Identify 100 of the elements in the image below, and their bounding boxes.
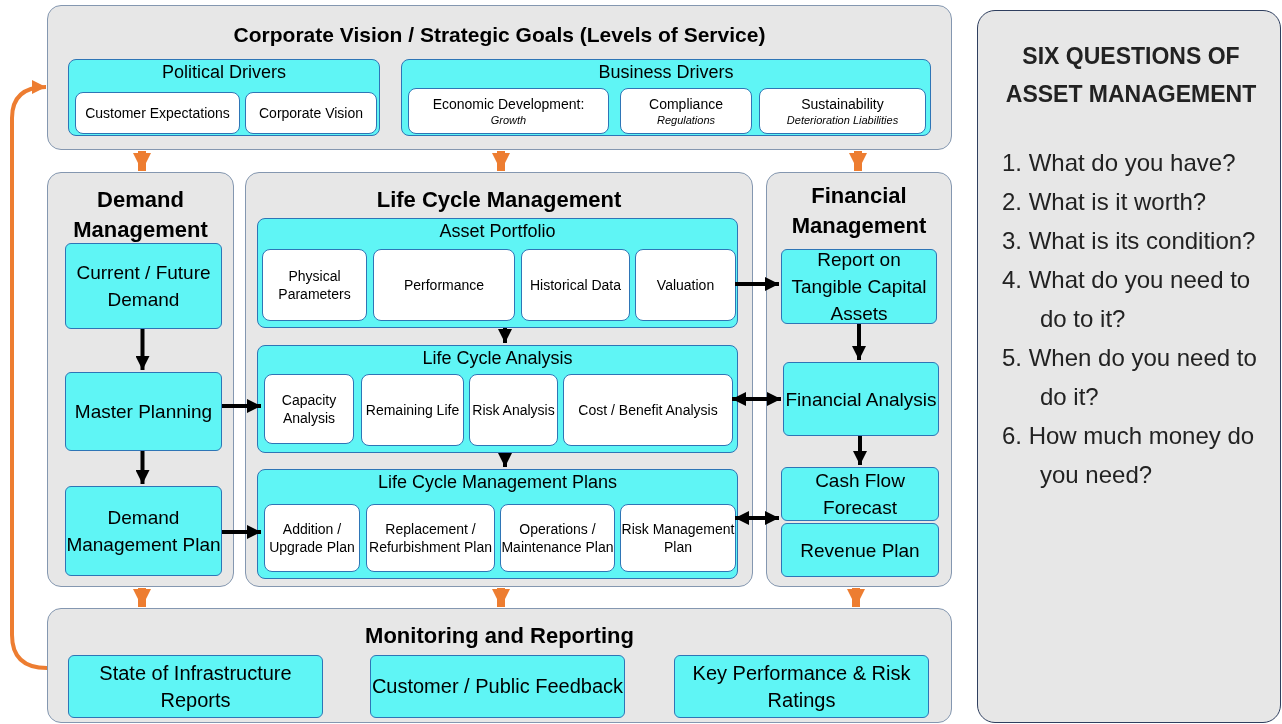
process-box (563, 374, 733, 446)
process-box (521, 249, 630, 321)
process-box (68, 655, 323, 718)
group-panel (245, 172, 753, 587)
box-label: Current / Future Demand (75, 261, 212, 312)
arrow (222, 399, 261, 413)
box-label: Performance (403, 276, 485, 294)
process-box (759, 88, 926, 134)
subgroup-panel (257, 345, 738, 453)
box-label: Corporate Vision (259, 104, 363, 122)
process-box (620, 88, 752, 134)
arrow (133, 151, 151, 171)
box-label: Remaining Life (365, 401, 460, 419)
box-label: Cash Flow Forecast (814, 469, 906, 520)
box-label: Demand Management Plan (66, 506, 221, 557)
box-label: Sustainability (801, 95, 884, 113)
box-label: Capacity Analysis (280, 391, 338, 427)
process-box (783, 362, 939, 436)
process-box (469, 374, 558, 446)
process-box (366, 504, 495, 572)
process-box (65, 486, 222, 576)
process-box (408, 88, 609, 134)
box-label: Financial Analysis (785, 387, 937, 412)
arrow (498, 328, 512, 343)
box-label: Historical Data (530, 276, 621, 294)
group-panel (47, 608, 952, 723)
arrow (492, 588, 510, 607)
process-box (781, 523, 939, 577)
box-label: State of Infrastructure Reports (98, 660, 293, 713)
arrow (10, 80, 48, 670)
process-box (635, 249, 736, 321)
subgroup-panel (68, 59, 380, 136)
question-item: 6. How much money do you need? (1002, 421, 1256, 490)
group-title: Life Cycle Management (375, 186, 623, 214)
double-arrow (732, 392, 781, 406)
group-panel (766, 172, 952, 587)
process-box (65, 372, 222, 451)
box-subtitle: Growth (490, 113, 527, 127)
subgroup-panel (257, 218, 738, 328)
box-label: Revenue Plan (800, 538, 920, 563)
box-label: Physical Parameters (277, 267, 352, 303)
subgroup-title: Life Cycle Management Plans (376, 471, 619, 494)
group-panel (47, 172, 234, 587)
arrow (133, 588, 151, 607)
process-box (781, 467, 939, 521)
question-item: 3. What is its condition? (1002, 226, 1257, 256)
group-panel (47, 5, 952, 150)
arrow (498, 453, 512, 467)
box-label: Replacement / Refurbishment Plan (368, 520, 493, 556)
arrow (222, 525, 261, 539)
box-label: Valuation (656, 276, 715, 294)
arrow (853, 436, 867, 465)
question-item: 5. When do you need to do it? (1002, 343, 1258, 412)
box-label: Addition / Upgrade Plan (268, 520, 356, 556)
question-item: 4. What do you need to do to it? (1002, 265, 1252, 334)
box-label: Compliance (649, 95, 723, 113)
subgroup-title: Life Cycle Analysis (421, 347, 574, 370)
process-box (370, 655, 625, 718)
arrow (135, 451, 150, 484)
box-label: Report on Tangible Capital Assets (790, 248, 928, 326)
box-label: Economic Development: (432, 95, 585, 113)
subgroup-title: Asset Portfolio (438, 220, 557, 243)
arrow (852, 324, 866, 360)
subgroup-title: Business Drivers (597, 61, 735, 84)
box-label: Operations / Maintenance Plan (501, 520, 614, 556)
process-box (361, 374, 464, 446)
arrow (492, 151, 510, 171)
panel-heading: SIX QUESTIONS OF ASSET MANAGEMENT (1004, 42, 1258, 109)
question-item: 2. What is it worth? (1002, 187, 1208, 217)
group-title: Corporate Vision / Strategic Goals (Levels of Service) (232, 22, 767, 48)
process-box (264, 374, 354, 444)
process-box (674, 655, 929, 718)
process-box (264, 504, 360, 572)
process-box (75, 92, 240, 134)
arrow (847, 588, 865, 607)
group-title: Financial Management (790, 182, 928, 240)
subgroup-panel (401, 59, 931, 136)
box-label: Customer / Public Feedback (371, 674, 624, 699)
arrow (849, 151, 867, 171)
box-subtitle: Deterioration Liabilities (786, 113, 899, 127)
process-box (245, 92, 377, 134)
box-subtitle: Regulations (656, 113, 716, 127)
box-label: Cost / Benefit Analysis (578, 401, 718, 419)
process-box (500, 504, 615, 572)
process-box (620, 504, 736, 572)
box-label: Risk Management Plan (621, 520, 735, 556)
subgroup-title: Political Drivers (161, 61, 287, 84)
process-box (262, 249, 367, 321)
box-label: Key Performance & Risk Ratings (691, 660, 912, 713)
questions-panel (977, 10, 1281, 723)
box-label: Customer Expectations (85, 104, 230, 122)
group-title: Demand Management (72, 186, 209, 244)
group-title: Monitoring and Reporting (364, 622, 635, 650)
box-label: Risk Analysis (472, 401, 555, 419)
subgroup-panel (257, 469, 738, 579)
question-item: 1. What do you have? (1002, 148, 1237, 178)
box-label: Master Planning (74, 400, 213, 424)
process-box (65, 243, 222, 329)
process-box (373, 249, 515, 321)
arrow (135, 329, 150, 370)
